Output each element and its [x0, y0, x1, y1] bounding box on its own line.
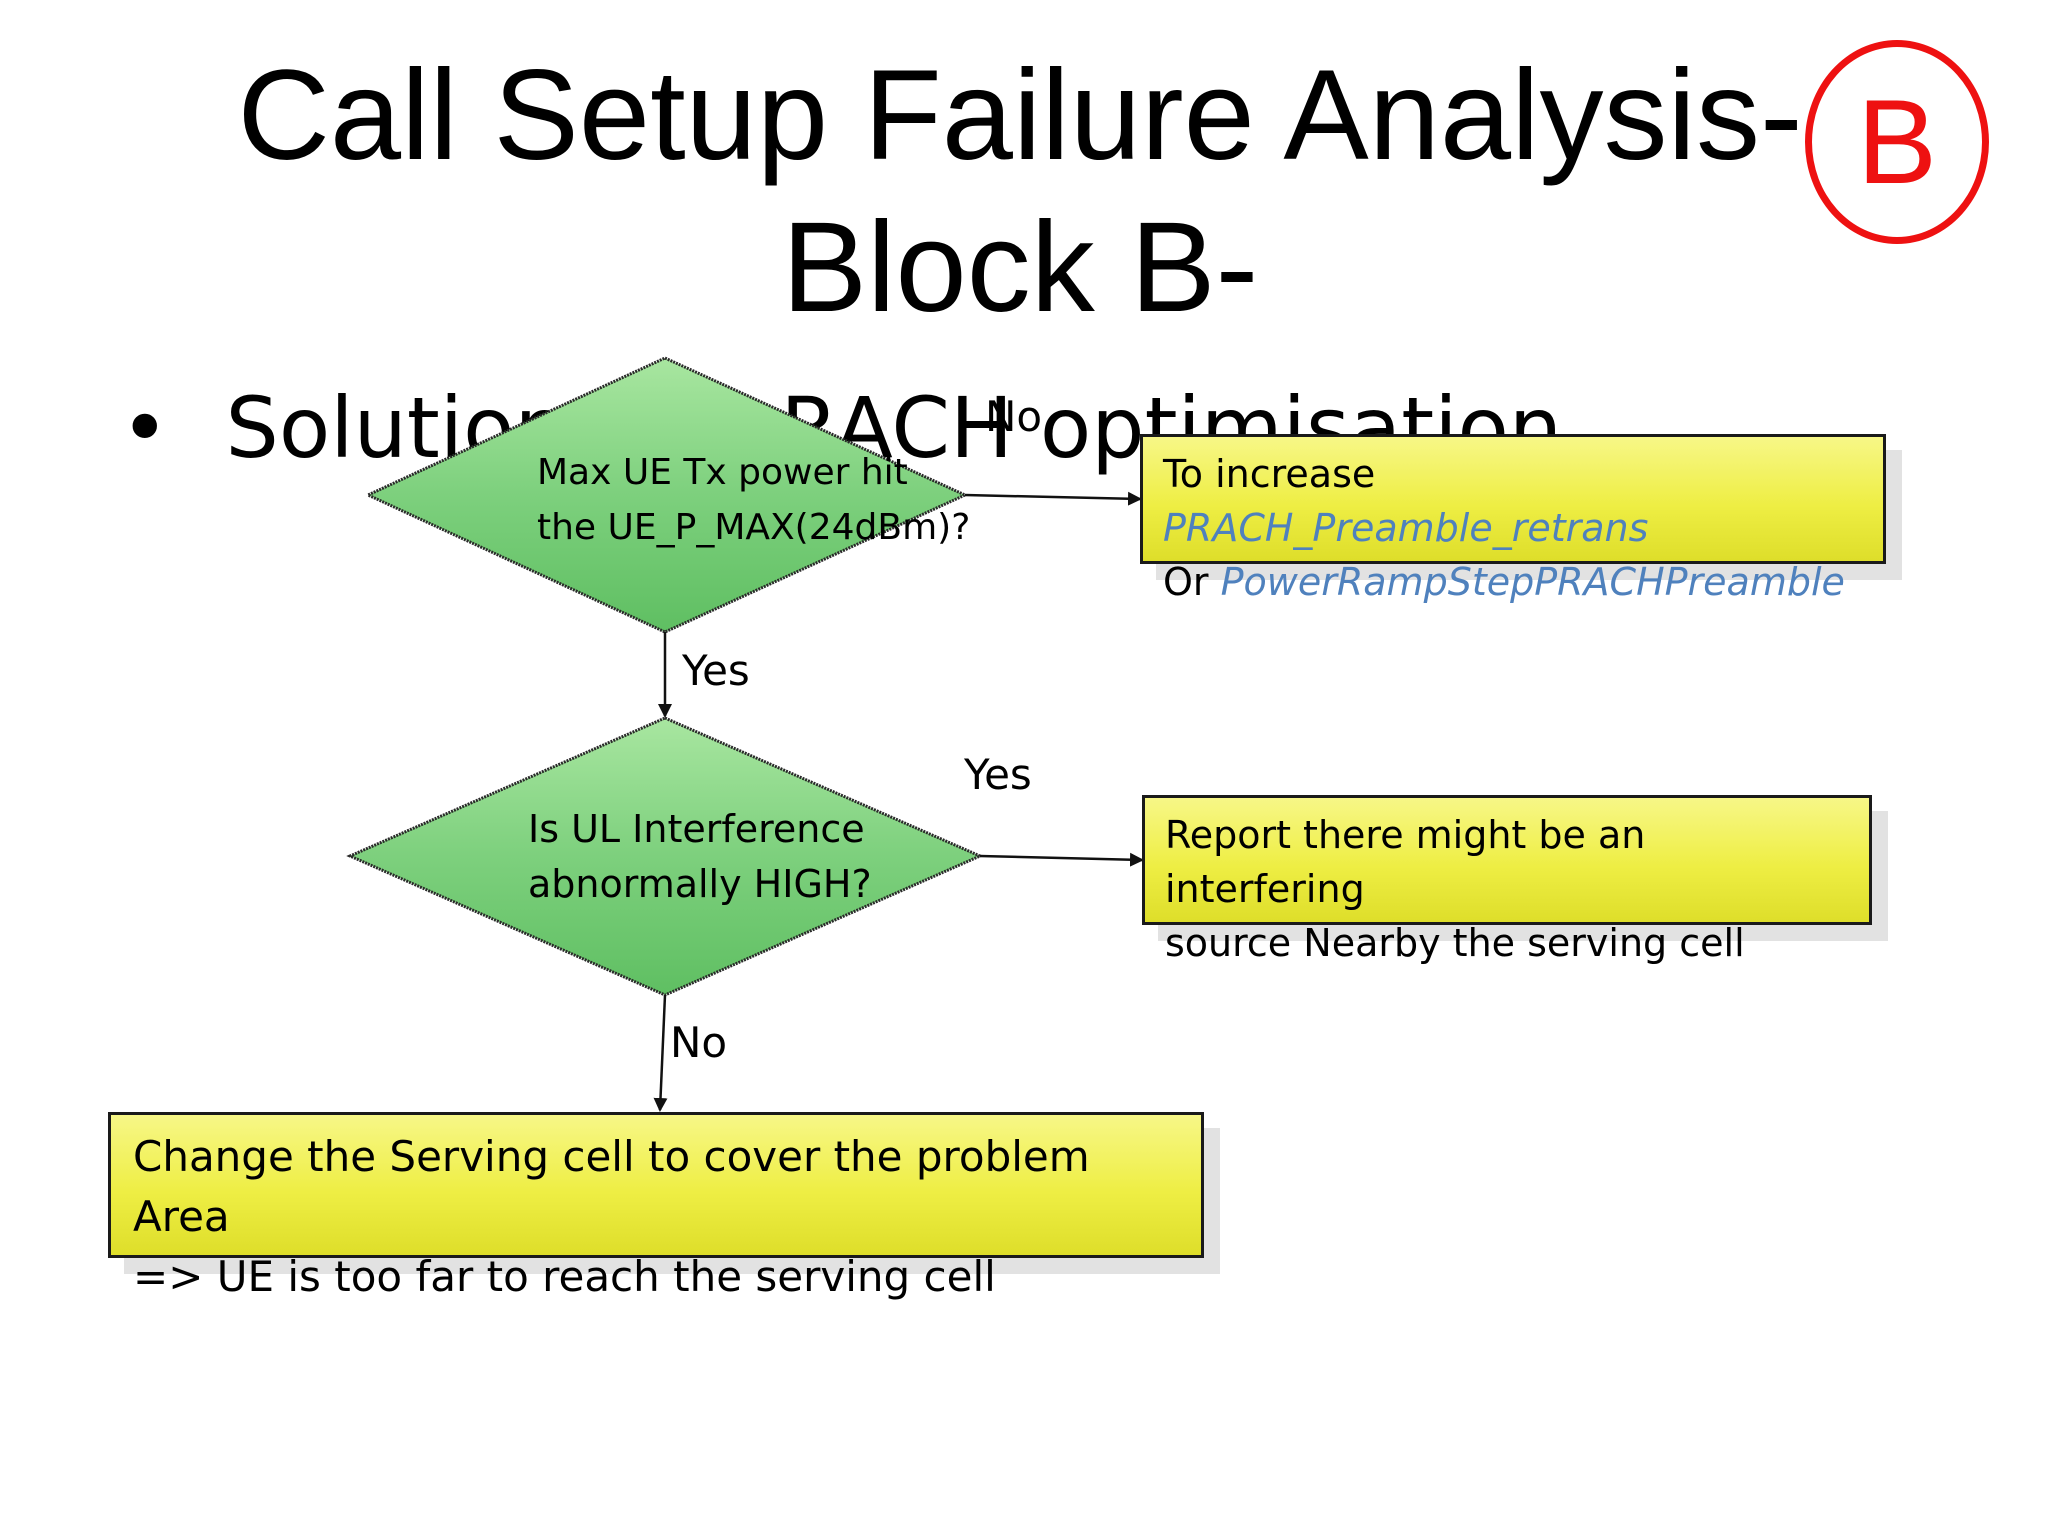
- action-increase-prach-line1: To increase PRACH_Preamble_retrans: [1163, 447, 1863, 555]
- edge-max-power-no: [964, 491, 1142, 506]
- slide-title: Call Setup Failure Analysis- Block B-: [120, 40, 1920, 344]
- param-power-ramp-step: PowerRampStepPRACHPreamble: [1220, 560, 1845, 604]
- edge-label-max-power-yes: Yes: [682, 646, 750, 695]
- edge-ul-no: [653, 994, 668, 1112]
- decision-ul-line1: Is UL Interference: [528, 807, 865, 851]
- action-or-prefix: Or: [1163, 560, 1221, 604]
- action-increase-prach-box: To increase PRACH_Preamble_retrans Or Po…: [1140, 434, 1886, 604]
- edge-label-ul-yes: Yes: [964, 750, 1032, 799]
- bullet-dot: •: [120, 379, 170, 477]
- edge-ul-yes: [979, 852, 1144, 867]
- action-increase-prefix: To increase: [1163, 452, 1376, 496]
- edge-label-max-power-no: No: [985, 392, 1043, 441]
- action-report-interference-box: Report there might be an interfering sou…: [1142, 795, 1872, 965]
- action-change-line1: Change the Serving cell to cover the pro…: [133, 1132, 1090, 1241]
- edge-label-ul-no: No: [670, 1018, 728, 1067]
- title-line-2: Block B-: [781, 196, 1259, 339]
- action-report-line1: Report there might be an interfering: [1165, 813, 1646, 911]
- action-report-line2: source Nearby the serving cell: [1165, 921, 1745, 965]
- title-line-1: Call Setup Failure Analysis-: [237, 44, 1803, 187]
- action-increase-prach-line2: Or PowerRampStepPRACHPreamble: [1163, 555, 1863, 609]
- decision-max-power-text: Max UE Tx power hit the UE_P_MAX(24dBm)?: [537, 445, 970, 555]
- decision-max-power-line1: Max UE Tx power hit: [537, 452, 908, 493]
- action-change-line2: => UE is too far to reach the serving ce…: [133, 1252, 996, 1301]
- decision-max-power-diamond: [364, 356, 969, 634]
- block-b-badge: B: [1805, 40, 1989, 244]
- action-change-serving-cell-box: Change the Serving cell to cover the pro…: [108, 1112, 1204, 1301]
- decision-max-power-line2: the UE_P_MAX(24dBm)?: [537, 507, 971, 548]
- decision-ul-interference-text: Is UL Interference abnormally HIGH?: [528, 802, 872, 912]
- decision-ul-line2: abnormally HIGH?: [528, 862, 872, 906]
- param-prach-preamble-retrans: PRACH_Preamble_retrans: [1163, 506, 1649, 550]
